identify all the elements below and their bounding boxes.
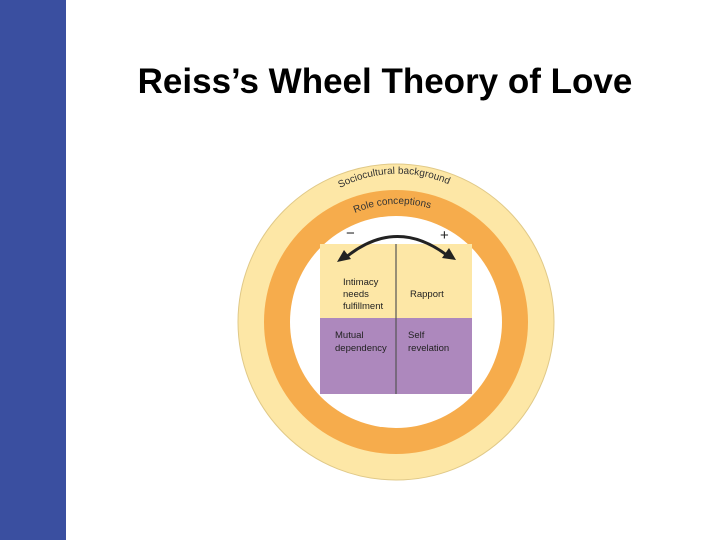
arrow-head-left-icon bbox=[337, 250, 351, 262]
curved-double-arrow bbox=[344, 235, 449, 260]
slide-sidebar bbox=[0, 0, 66, 540]
quadrant-bottom-left-label: Mutual dependency bbox=[335, 330, 387, 354]
quadrant-top-left-label: Intimacy needs fulfillment bbox=[343, 277, 383, 312]
slide-title: Reiss’s Wheel Theory of Love bbox=[137, 62, 633, 101]
arrow-minus-sign: − bbox=[346, 225, 355, 242]
arrow-head-right-icon bbox=[442, 248, 456, 260]
quadrant-top-right-label: Rapport bbox=[410, 289, 444, 300]
arrow-plus-sign: + bbox=[440, 227, 449, 244]
quadrant-bottom-right-label: Self revelation bbox=[408, 330, 449, 354]
